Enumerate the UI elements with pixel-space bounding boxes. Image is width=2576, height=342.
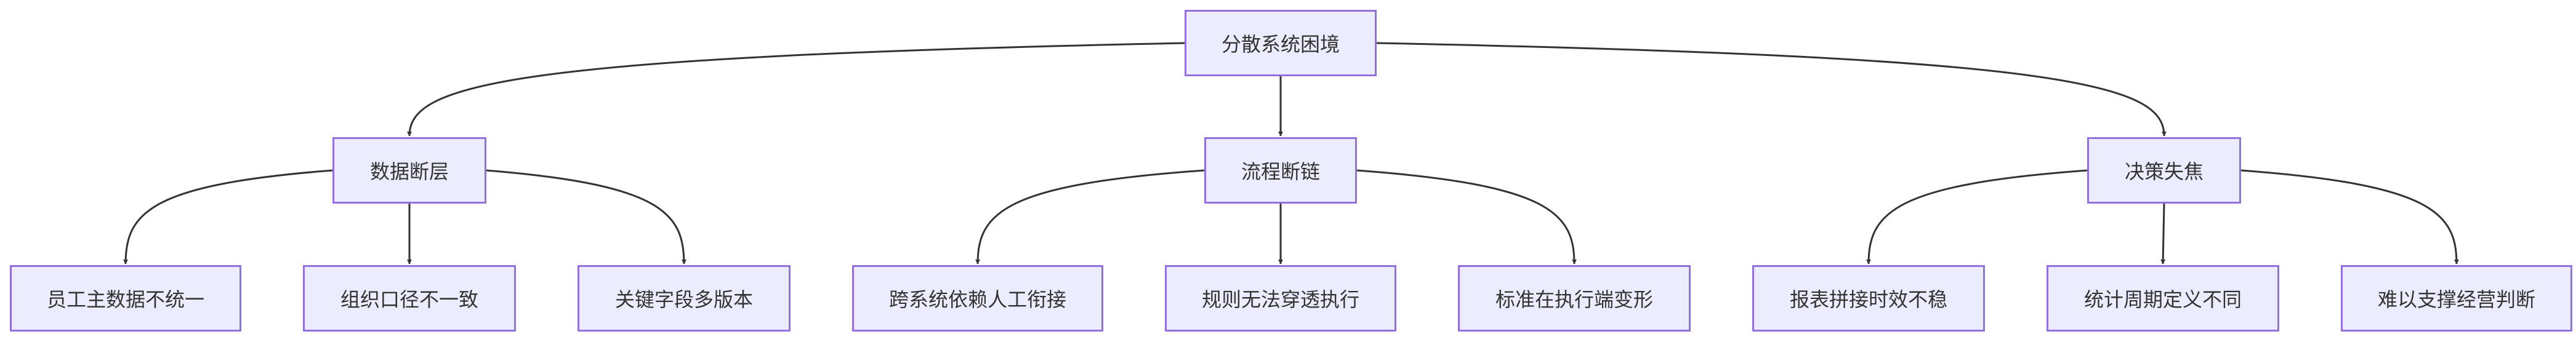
- node-label: 决策失焦: [2124, 160, 2204, 183]
- node-label: 难以支撑经营判断: [2377, 288, 2535, 311]
- node-label: 跨系统依赖人工衔接: [888, 288, 1066, 311]
- edge-root-decision: [1376, 42, 2167, 137]
- node-label: 关键字段多版本: [614, 288, 753, 311]
- node-label: 统计周期定义不同: [2083, 288, 2242, 311]
- node-label: 规则无法穿透执行: [1201, 288, 1359, 311]
- node-manual-handoff: 跨系统依赖人工衔接: [852, 265, 1103, 332]
- node-label: 分散系统困境: [1221, 33, 1340, 56]
- node-label: 报表拼接时效不稳: [1789, 288, 1947, 311]
- edge-root-data: [407, 42, 1185, 137]
- node-data-gap: 数据断层: [332, 137, 486, 204]
- node-label: 组织口径不一致: [340, 288, 478, 311]
- edge-decision-c3: [2240, 169, 2459, 264]
- node-label: 标准在执行端变形: [1495, 288, 1653, 311]
- node-rule-execution: 规则无法穿透执行: [1165, 265, 1396, 332]
- node-period-definition: 统计周期定义不同: [2047, 265, 2279, 332]
- node-label: 数据断层: [369, 160, 449, 183]
- node-business-judgment: 难以支撑经营判断: [2341, 265, 2572, 332]
- node-process-break: 流程断链: [1204, 137, 1357, 204]
- node-standard-distortion: 标准在执行端变形: [1458, 265, 1691, 332]
- node-employee-master-data: 员工主数据不统一: [10, 265, 241, 332]
- node-decision-blur: 决策失焦: [2087, 137, 2241, 204]
- edge-decision-c1: [1866, 169, 2088, 264]
- node-root: 分散系统困境: [1185, 10, 1377, 76]
- edge-decision-c2: [2160, 203, 2166, 264]
- node-label: 员工主数据不统一: [46, 288, 204, 311]
- edge-data-d3: [486, 169, 686, 264]
- node-report-timeliness: 报表拼接时效不稳: [1752, 265, 1985, 332]
- node-org-caliber: 组织口径不一致: [303, 265, 516, 332]
- node-key-field-versions: 关键字段多版本: [578, 265, 791, 332]
- edge-flow-f3: [1356, 169, 1577, 264]
- edge-data-d1: [123, 169, 333, 264]
- edge-flow-f1: [975, 169, 1205, 264]
- node-label: 流程断链: [1241, 160, 1320, 183]
